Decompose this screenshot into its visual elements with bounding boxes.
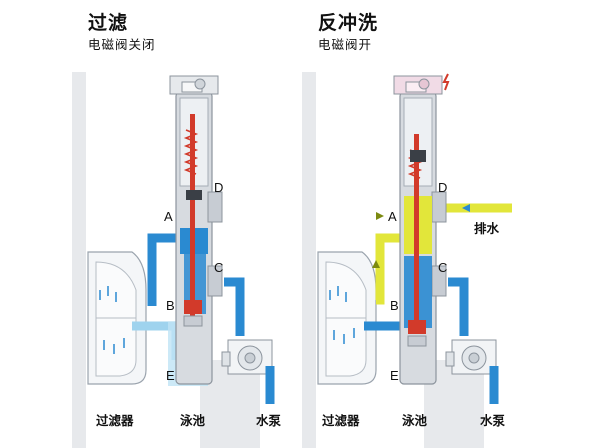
left-port-a: A (164, 209, 173, 224)
right-port-e: E (390, 368, 399, 383)
right-port-d: D (438, 180, 448, 195)
left-subtitle: 电磁阀关闭 (88, 37, 156, 52)
right-filter-tank (317, 251, 377, 385)
right-label-pump: 水泵 (480, 413, 506, 428)
left-title: 过滤 (88, 12, 129, 34)
right-label-drain: 排水 (474, 221, 500, 236)
right-subtitle: 电磁阀开 (318, 37, 373, 52)
right-port-a: A (388, 209, 397, 224)
left-port-c: C (214, 260, 224, 275)
right-wall (302, 72, 316, 448)
left-valve-body (169, 75, 223, 385)
left-flow-arrows (148, 262, 244, 306)
right-port-c: C (438, 260, 448, 275)
left-wall (72, 72, 86, 448)
left-pump (221, 339, 273, 375)
right-label-filter: 过滤器 (322, 413, 360, 428)
right-title: 反冲洗 (318, 12, 379, 34)
left-water-pipes (147, 233, 275, 404)
left-label-pump: 水泵 (256, 413, 282, 428)
left-label-pool: 泳池 (180, 413, 206, 428)
right-backwash-pipes (375, 203, 512, 305)
right-valve-body (393, 73, 450, 385)
right-flow-arrows (366, 204, 470, 330)
left-port-e: E (166, 368, 175, 383)
left-port-d: D (214, 180, 224, 195)
right-port-b: B (390, 298, 399, 313)
left-panel-artwork (72, 72, 275, 448)
left-label-filter: 过滤器 (96, 413, 134, 428)
left-filter-tank (87, 251, 147, 385)
power-signal-icon (442, 73, 450, 91)
right-label-pool: 泳池 (402, 413, 428, 428)
left-port-b: B (166, 298, 175, 313)
right-panel-artwork (302, 72, 512, 448)
right-pump (445, 339, 497, 375)
